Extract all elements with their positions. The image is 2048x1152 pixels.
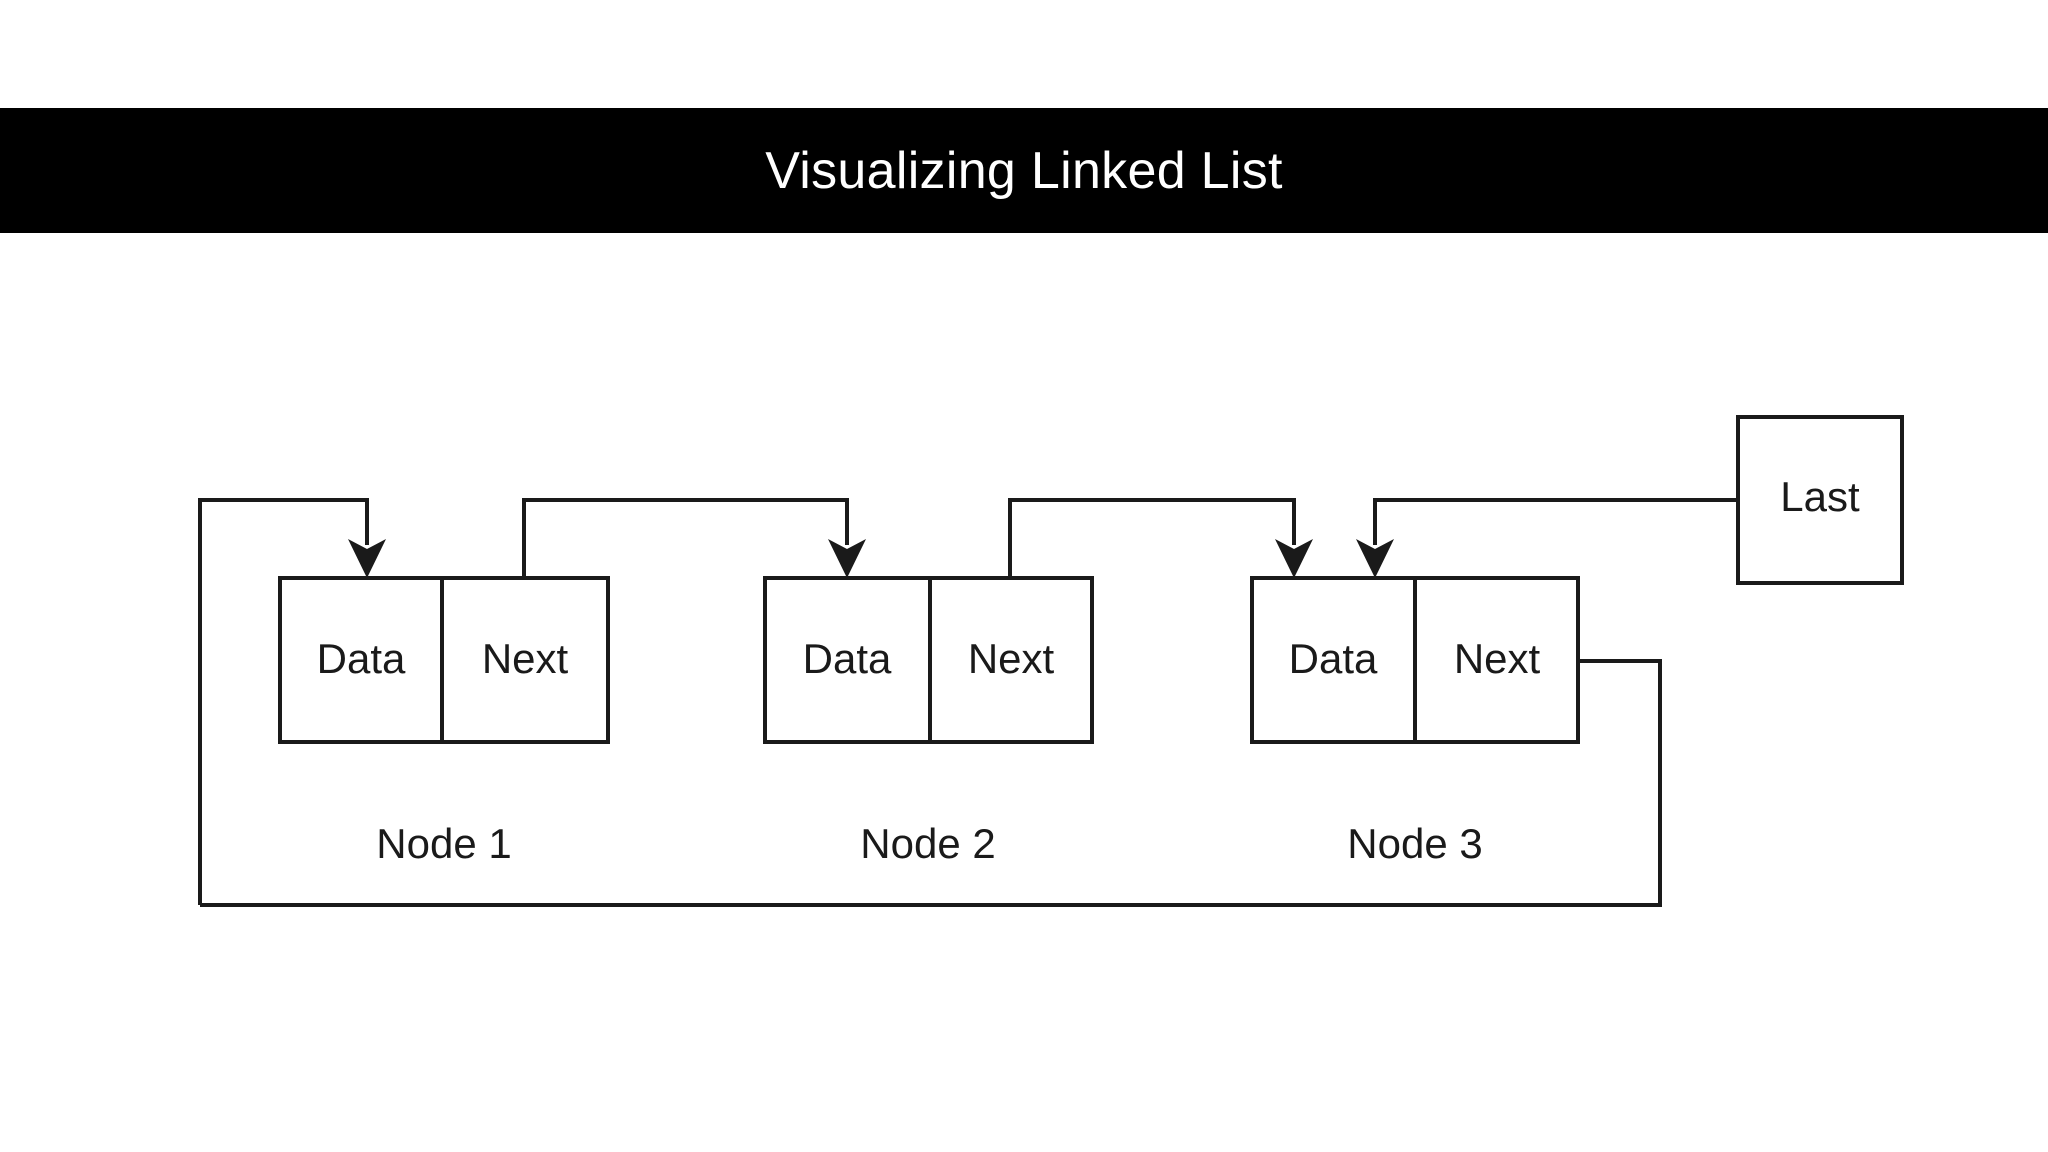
node-3-data-label: Data <box>1289 635 1378 682</box>
last-box-label: Last <box>1780 473 1860 520</box>
edge-node1-to-node2 <box>522 498 849 578</box>
node-1-next-label: Next <box>482 635 569 682</box>
node-2-next-label: Next <box>968 635 1055 682</box>
node-1[interactable]: Data Next Node 1 <box>278 576 610 867</box>
node-3-caption: Node 3 <box>1347 820 1482 867</box>
last-box-rect[interactable] <box>1736 415 1904 585</box>
node-1-caption: Node 1 <box>376 820 511 867</box>
arrow-head-into-node3-data <box>1275 539 1313 578</box>
edge-node3-next-tail-loop <box>200 659 1662 907</box>
arrow-head-into-node1-data <box>348 539 386 578</box>
arrow-head-into-node3-data-from-last <box>1356 539 1394 578</box>
node-1-next-cell[interactable] <box>440 576 610 744</box>
node-1-data-label: Data <box>317 635 406 682</box>
node-2[interactable]: Data Next Node 2 <box>763 576 1094 867</box>
node-3-next-label: Next <box>1454 635 1541 682</box>
arrow-head-into-node2-data <box>828 539 866 578</box>
last-pointer-box[interactable]: Last <box>1736 415 1904 585</box>
linked-list-diagram: Data Next Node 1 Data Next Node 2 Data N… <box>0 233 2048 1152</box>
edge-tail-to-node1 <box>198 498 369 905</box>
node-3[interactable]: Data Next Node 3 <box>1250 576 1580 867</box>
edge-last-to-node3 <box>1373 498 1738 545</box>
diagram-canvas: Data Next Node 1 Data Next Node 2 Data N… <box>198 415 1904 907</box>
page-title: Visualizing Linked List <box>765 141 1283 200</box>
edge-node2-to-node3 <box>1008 498 1296 578</box>
title-bar: Visualizing Linked List <box>0 108 2048 233</box>
node-2-data-label: Data <box>803 635 892 682</box>
node-2-caption: Node 2 <box>860 820 995 867</box>
node-3-data-cell[interactable] <box>1250 576 1417 744</box>
node-3-next-cell[interactable] <box>1413 576 1580 744</box>
node-1-data-cell[interactable] <box>278 576 444 744</box>
node-2-next-cell[interactable] <box>928 576 1094 744</box>
